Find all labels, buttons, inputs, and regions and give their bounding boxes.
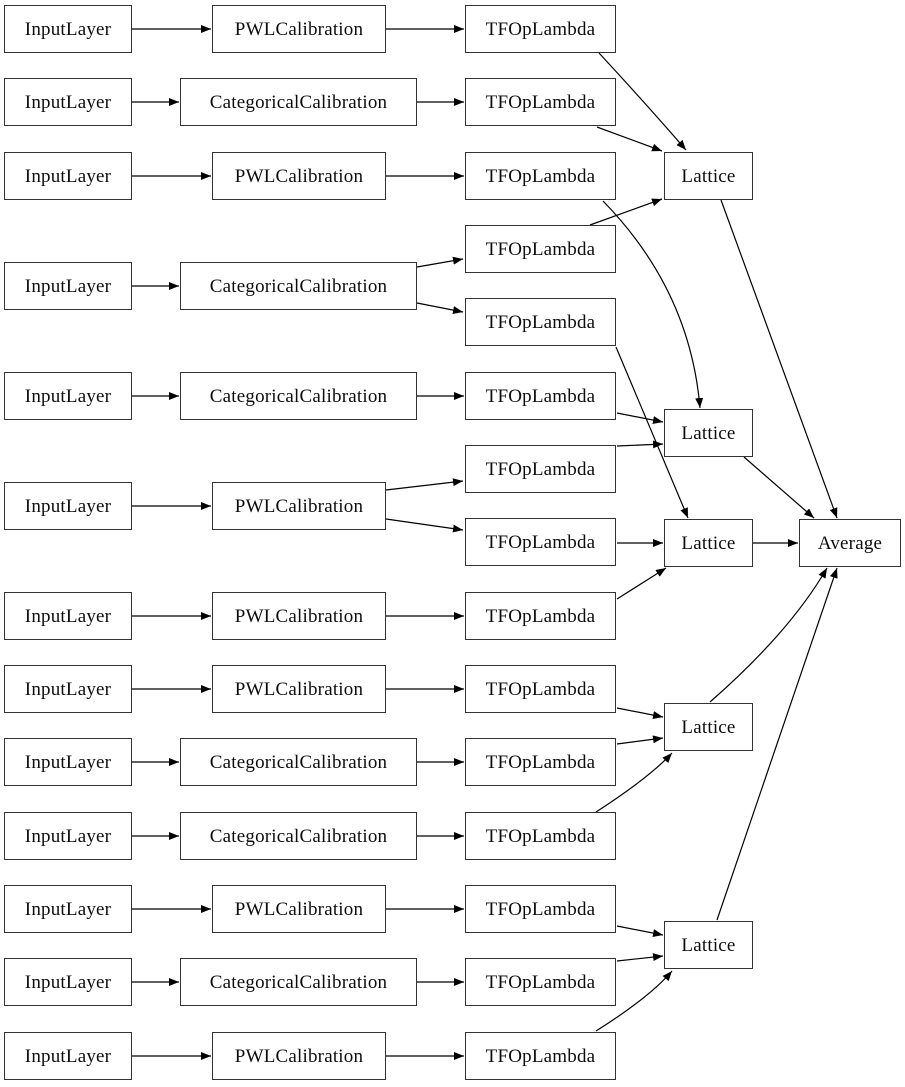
node-t4-tfoplambda: TFOpLambda <box>465 225 616 273</box>
edge-t4-l1 <box>589 198 663 226</box>
node-in2-inputlayer: InputLayer <box>4 78 132 126</box>
node-in5-inputlayer: InputLayer <box>4 372 132 420</box>
edge-t11-l4 <box>616 735 664 745</box>
node-t10-tfoplambda: TFOpLambda <box>465 665 616 713</box>
node-t2-tfoplambda: TFOpLambda <box>465 78 616 126</box>
node-in1-inputlayer: InputLayer <box>4 5 132 53</box>
node-c12-categoricalcalibration: CategoricalCalibration <box>180 958 417 1006</box>
node-c8-pwlcalibration: PWLCalibration <box>212 665 386 713</box>
edge-c6-t7 <box>385 478 464 491</box>
node-c3-pwlcalibration: PWLCalibration <box>212 152 386 200</box>
node-avg-average: Average <box>799 519 901 567</box>
edge-t9-l3 <box>616 567 667 600</box>
node-t6-tfoplambda: TFOpLambda <box>465 372 616 420</box>
edge-t5-l3 <box>615 346 689 519</box>
edge-t12-l4 <box>595 752 673 813</box>
node-t7-tfoplambda: TFOpLambda <box>465 445 616 493</box>
node-l5-lattice: Lattice <box>664 921 753 969</box>
edge-c6-t8 <box>385 518 464 533</box>
node-t11-tfoplambda: TFOpLambda <box>465 738 616 786</box>
node-c7-pwlcalibration: PWLCalibration <box>212 592 386 640</box>
node-t5-tfoplambda: TFOpLambda <box>465 298 616 346</box>
edge-t13-l5 <box>616 925 664 938</box>
node-c10-categoricalcalibration: CategoricalCalibration <box>180 812 417 860</box>
node-c4-categoricalcalibration: CategoricalCalibration <box>180 262 417 310</box>
node-t12-tfoplambda: TFOpLambda <box>465 812 616 860</box>
edge-l1-avg <box>720 199 838 519</box>
node-t8-tfoplambda: TFOpLambda <box>465 518 616 566</box>
node-in10-inputlayer: InputLayer <box>4 812 132 860</box>
node-l2-lattice: Lattice <box>664 409 753 457</box>
node-t9-tfoplambda: TFOpLambda <box>465 592 616 640</box>
node-c1-pwlcalibration: PWLCalibration <box>212 5 386 53</box>
edge-c4-t4 <box>416 256 464 268</box>
node-c13-pwlcalibration: PWLCalibration <box>212 1032 386 1080</box>
node-t14-tfoplambda: TFOpLambda <box>465 958 616 1006</box>
edges <box>132 25 838 1060</box>
node-t15-tfoplambda: TFOpLambda <box>465 1032 616 1080</box>
edge-t14-l5 <box>616 953 664 962</box>
node-c2-categoricalcalibration: CategoricalCalibration <box>180 78 417 126</box>
node-l3-lattice: Lattice <box>664 519 753 567</box>
edge-t15-l5 <box>595 970 673 1032</box>
node-in11-inputlayer: InputLayer <box>4 885 132 933</box>
edge-t3-l2 <box>602 200 704 409</box>
node-in9-inputlayer: InputLayer <box>4 738 132 786</box>
edge-l4-avg <box>709 567 828 703</box>
edge-l2-avg <box>743 456 815 519</box>
node-in8-inputlayer: InputLayer <box>4 665 132 713</box>
node-in4-inputlayer: InputLayer <box>4 262 132 310</box>
node-in6-inputlayer: InputLayer <box>4 482 132 530</box>
node-c11-pwlcalibration: PWLCalibration <box>212 885 386 933</box>
node-c5-categoricalcalibration: CategoricalCalibration <box>180 372 417 420</box>
edge-l5-avg <box>716 567 838 921</box>
node-in13-inputlayer: InputLayer <box>4 1032 132 1080</box>
node-l4-lattice: Lattice <box>664 703 753 751</box>
node-t1-tfoplambda: TFOpLambda <box>465 5 616 53</box>
edge-t7-l2 <box>616 440 664 449</box>
node-in12-inputlayer: InputLayer <box>4 958 132 1006</box>
edge-t6-l2 <box>616 412 664 425</box>
node-in3-inputlayer: InputLayer <box>4 152 132 200</box>
node-in7-inputlayer: InputLayer <box>4 592 132 640</box>
node-t3-tfoplambda: TFOpLambda <box>465 152 616 200</box>
edge-t10-l4 <box>616 707 664 720</box>
node-l1-lattice: Lattice <box>664 152 753 200</box>
node-c6-pwlcalibration: PWLCalibration <box>212 482 386 530</box>
node-t13-tfoplambda: TFOpLambda <box>465 885 616 933</box>
edge-t1-l1 <box>598 52 687 151</box>
edge-t2-l1 <box>596 126 663 152</box>
edge-c4-t5 <box>416 302 464 315</box>
node-c9-categoricalcalibration: CategoricalCalibration <box>180 738 417 786</box>
